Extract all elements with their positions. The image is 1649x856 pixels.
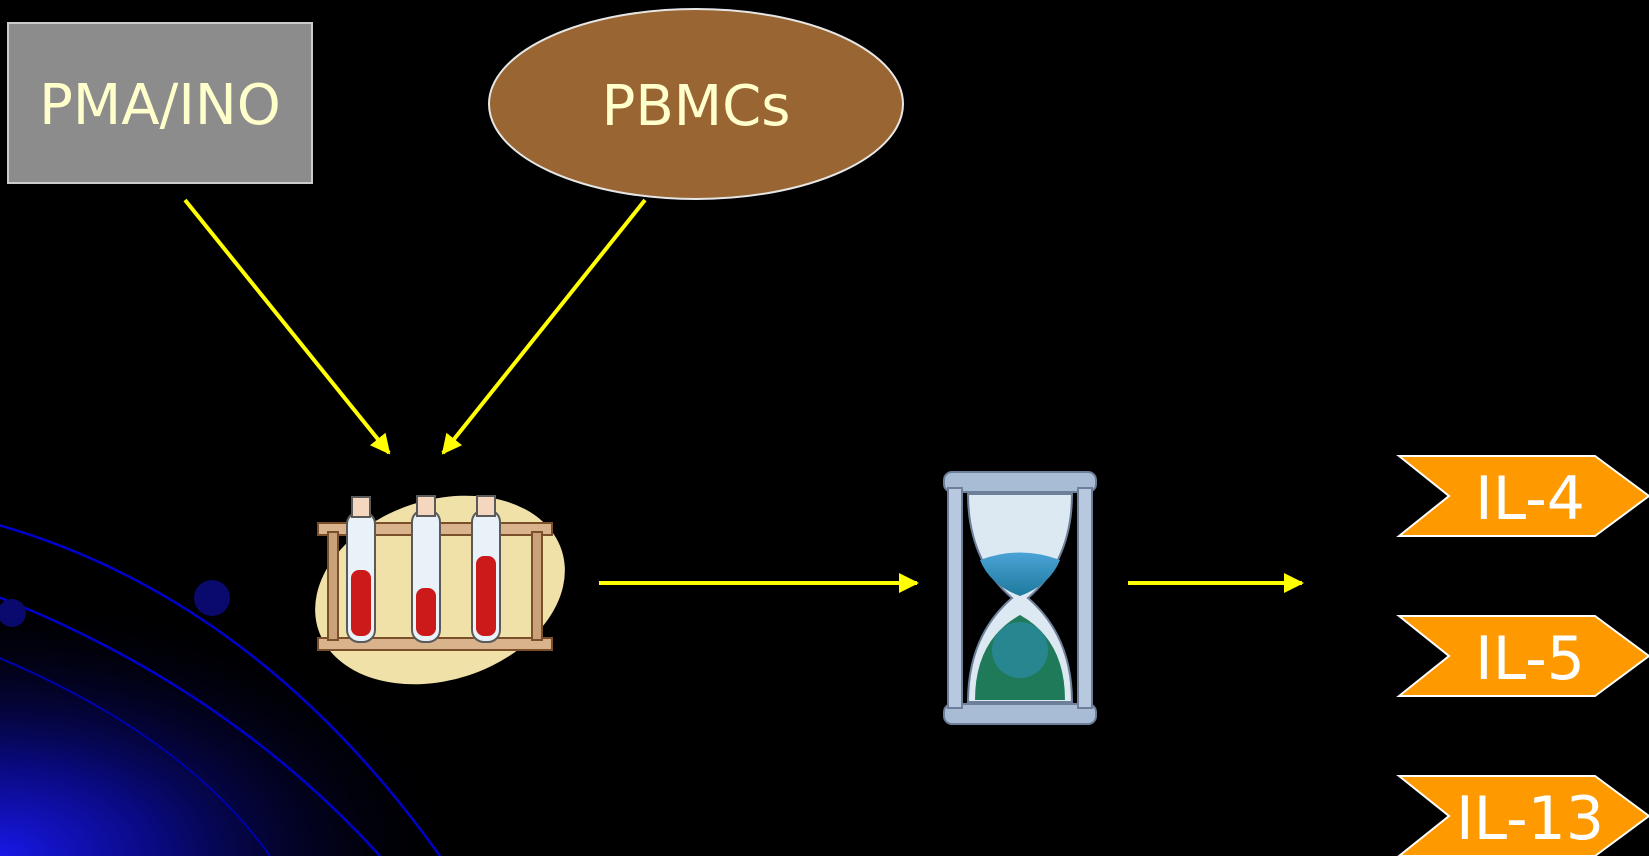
cells-node: PBMCs [488, 8, 904, 200]
cytokine-label: IL-4 [1475, 464, 1585, 534]
cytokine-tag-il13: IL-13 [1396, 775, 1649, 856]
test-tube-rack-icon [315, 495, 565, 685]
stimulus-label: PMA/INO [39, 73, 281, 138]
cytokine-tag-il5: IL-5 [1396, 615, 1649, 697]
cytokine-tag-il4: IL-4 [1396, 455, 1649, 537]
arrow-stimulus-to-tubes [183, 198, 391, 455]
arrow-cells-to-tubes [441, 198, 647, 455]
arrows [183, 198, 1304, 593]
stimulus-node: PMA/INO [7, 22, 313, 184]
cytokine-label: IL-13 [1456, 784, 1604, 854]
cells-label: PBMCs [602, 74, 791, 139]
cytokine-label: IL-5 [1475, 624, 1585, 694]
hourglass-icon [943, 471, 1097, 725]
